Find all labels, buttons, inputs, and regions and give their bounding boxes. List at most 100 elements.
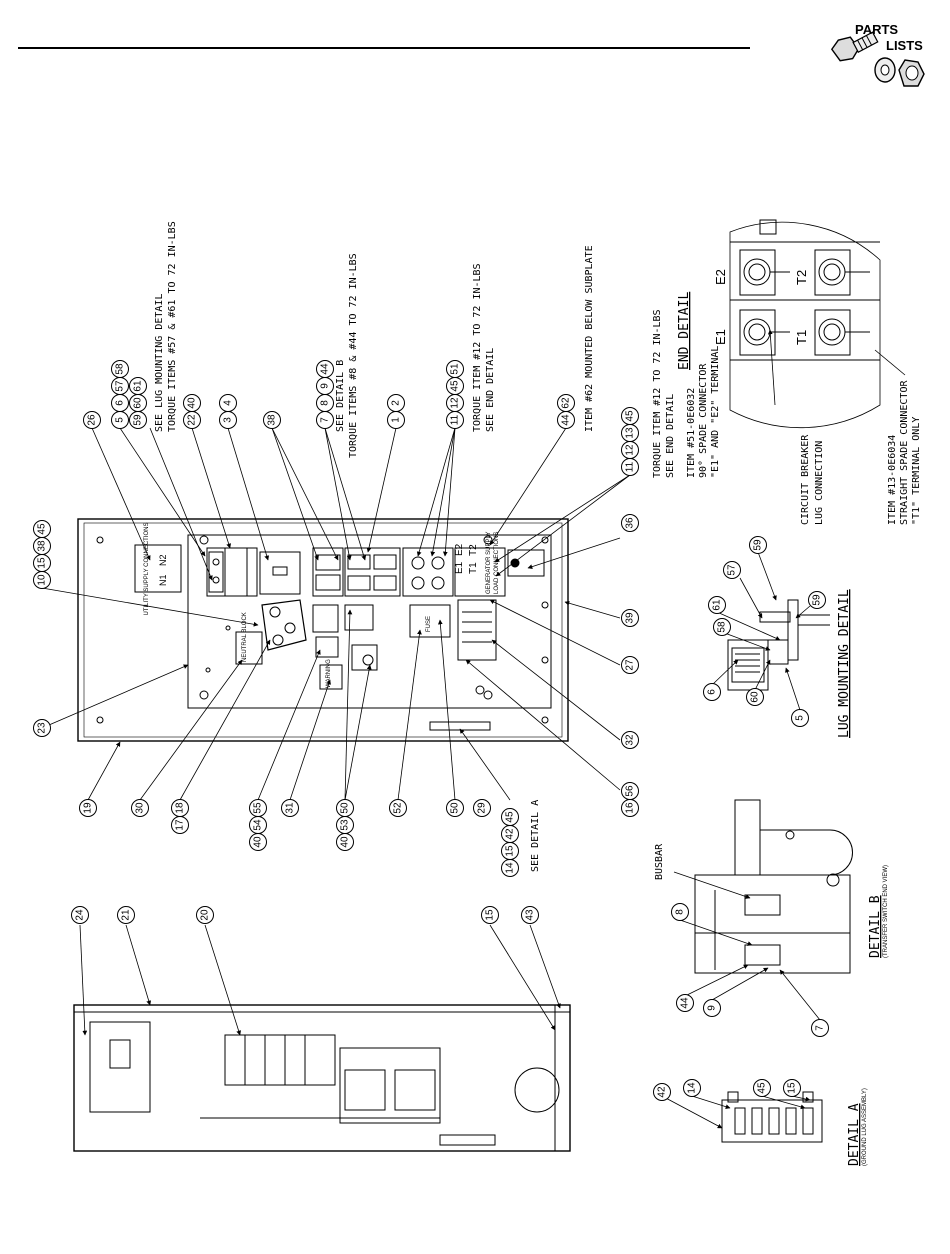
callout-number: 13 <box>625 427 636 439</box>
callout-number: 12 <box>450 397 461 409</box>
note-straight-3: "T1" TERMINAL ONLY <box>911 417 922 525</box>
callout-bubble: 45 <box>621 407 639 425</box>
callout-bubble: 5 <box>791 709 809 727</box>
callout-number: 16 <box>625 802 636 814</box>
svg-text:WARNING: WARNING <box>326 659 332 688</box>
callout-bubble: 1 <box>387 411 405 429</box>
callout-number: 59 <box>753 539 764 551</box>
end-detail-terminals: E2 E1 T2 T1 <box>713 269 809 345</box>
callout-bubble: 59 <box>129 411 147 429</box>
callout-number: 29 <box>477 802 488 814</box>
callout-bubble: 40 <box>183 394 201 412</box>
lists-label: LISTS <box>886 38 923 53</box>
callout-number: 59 <box>812 594 823 606</box>
callout-number: 56 <box>625 785 636 797</box>
callout-number: 5 <box>115 417 126 423</box>
notes: SEE LUG MOUNTING DETAIL TORQUE ITEMS #57… <box>154 221 922 880</box>
callout-bubble: 15 <box>481 906 499 924</box>
note-end-detail-4: SEE END DETAIL <box>665 394 676 478</box>
callout-bubble: 26 <box>83 411 101 429</box>
callout-number: 15 <box>505 845 516 857</box>
callout-bubble: 17 <box>171 816 189 834</box>
callout-bubble: 30 <box>131 799 149 817</box>
callout-bubble: 45 <box>33 520 51 538</box>
callout-bubble: 60 <box>746 688 764 706</box>
note-end-detail-3: TORQUE ITEM #12 TO 72 IN-LBS <box>652 309 663 478</box>
callout-bubble: 8 <box>671 903 689 921</box>
note-detail-b-1: SEE DETAIL B <box>335 360 346 432</box>
note-subplate: ITEM #62 MOUNTED BELOW SUBPLATE <box>584 245 595 432</box>
callout-bubble: 51 <box>446 360 464 378</box>
callout-bubble: 61 <box>708 596 726 614</box>
svg-text:UTILITY SUPPLY CONNECTIONS: UTILITY SUPPLY CONNECTIONS <box>144 522 150 615</box>
callout-bubble: 44 <box>316 360 334 378</box>
enclosure-side-view <box>73 1004 571 1152</box>
note-busbar: BUSBAR <box>654 843 665 880</box>
callout-bubble: 38 <box>33 537 51 555</box>
svg-text:E2: E2 <box>713 269 728 285</box>
callout-number: 62 <box>561 397 572 409</box>
callout-number: 50 <box>450 802 461 814</box>
callout-number: 8 <box>320 400 331 406</box>
callout-number: 9 <box>707 1005 718 1011</box>
parts-label: PARTS <box>855 22 898 37</box>
callout-number: 5 <box>795 715 806 721</box>
svg-text:N1: N1 <box>158 574 168 586</box>
note-end-detail-2: SEE END DETAIL <box>485 348 496 432</box>
callout-bubble: 6 <box>111 394 129 412</box>
callout-bubble: 2 <box>387 394 405 412</box>
callout-bubble: 19 <box>79 799 97 817</box>
svg-text:E2: E2 <box>454 543 465 556</box>
callout-number: 45 <box>37 523 48 535</box>
note-lug-detail-2: TORQUE ITEMS #57 & #61 TO 72 IN-LBS <box>167 221 178 432</box>
callout-bubble: 39 <box>621 609 639 627</box>
callout-number: 23 <box>37 722 48 734</box>
callout-number: 53 <box>340 819 351 831</box>
callout-number: 27 <box>625 659 636 671</box>
callout-bubble: 42 <box>653 1083 671 1101</box>
detail-a-drawing <box>721 1091 823 1143</box>
callout-bubble: 56 <box>621 782 639 800</box>
callout-number: 40 <box>253 836 264 848</box>
callout-bubble: 57 <box>723 561 741 579</box>
callout-bubble: 32 <box>621 731 639 749</box>
callout-bubble: 9 <box>316 377 334 395</box>
callout-bubble: 4 <box>219 394 237 412</box>
callout-bubble: 44 <box>557 411 575 429</box>
callout-bubble: 60 <box>129 394 147 412</box>
callout-bubble: 15 <box>501 842 519 860</box>
end-detail-drawing <box>729 219 881 429</box>
callout-bubble: 29 <box>473 799 491 817</box>
callout-number: 14 <box>687 1082 698 1094</box>
callout-number: 8 <box>675 909 686 915</box>
callout-bubble: 52 <box>389 799 407 817</box>
callout-number: 7 <box>320 417 331 423</box>
callout-number: 45 <box>757 1082 768 1094</box>
callout-number: 61 <box>133 380 144 392</box>
callout-bubble: 53 <box>336 816 354 834</box>
callout-number: 59 <box>133 414 144 426</box>
callout-number: 58 <box>115 363 126 375</box>
callout-number: 44 <box>320 363 331 375</box>
callout-bubble: 45 <box>501 808 519 826</box>
callout-number: 11 <box>625 461 636 472</box>
callout-number: 4 <box>223 400 234 406</box>
detail-b-drawing <box>694 799 853 974</box>
callout-bubble: 18 <box>171 799 189 817</box>
callout-number: 39 <box>625 612 636 624</box>
callout-number: 45 <box>625 410 636 422</box>
callout-bubble: 9 <box>703 999 721 1017</box>
callout-bubble: 27 <box>621 656 639 674</box>
callout-bubble: 14 <box>683 1079 701 1097</box>
callout-number: 22 <box>187 414 198 426</box>
note-see-detail-a: SEE DETAIL A <box>530 800 541 872</box>
title-lug-mounting: LUG MOUNTING DETAIL <box>837 589 852 738</box>
callout-bubble: 40 <box>249 833 267 851</box>
callout-bubble: 6 <box>703 683 721 701</box>
callout-number: 45 <box>450 380 461 392</box>
title-detail-b: DETAIL B <box>868 895 883 958</box>
callout-number: 6 <box>115 400 126 406</box>
callout-number: 61 <box>712 599 723 611</box>
